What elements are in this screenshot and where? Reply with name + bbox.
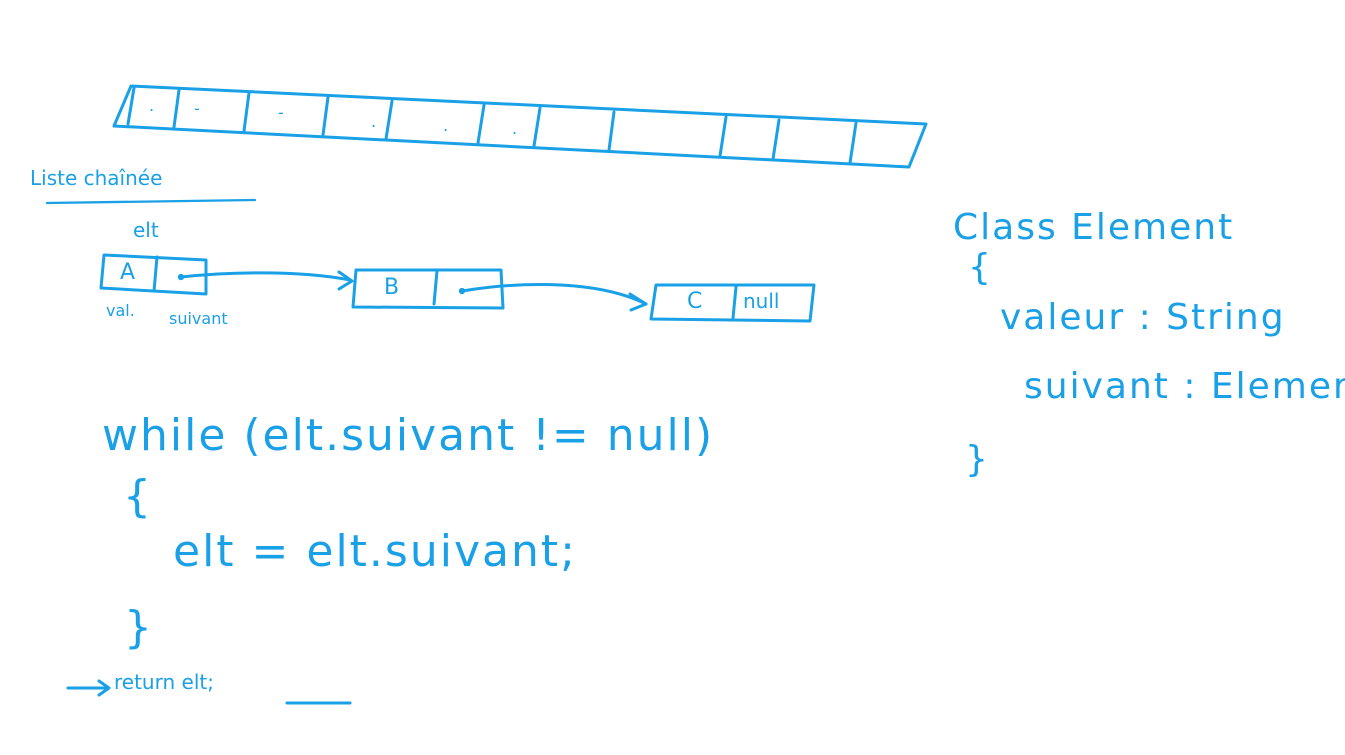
array-divider-3 <box>242 91 251 133</box>
class-open-brace: { <box>968 247 993 288</box>
array-divider-7 <box>532 106 542 148</box>
class-header: Class Element <box>953 207 1235 248</box>
node-b-value: B <box>384 275 400 300</box>
array-divider-8 <box>607 110 616 152</box>
array-divider-2 <box>172 88 181 129</box>
node-b-outline <box>351 268 505 310</box>
array-divider-10 <box>771 118 781 161</box>
arrow-a-to-b <box>179 271 352 282</box>
node-a-divider <box>152 255 159 293</box>
arrow-b-to-c-head <box>628 292 648 312</box>
node-c-value: C <box>687 289 703 314</box>
node-a-value: A <box>120 260 136 285</box>
class-close-brace: } <box>965 439 990 480</box>
array-cell-mark-2: - <box>194 99 200 118</box>
node-a-value-label: val. <box>106 301 135 320</box>
array-divider-1 <box>126 86 136 126</box>
linked-list-title: Liste chaînée <box>30 166 163 190</box>
array-cell-mark-6: . <box>512 119 518 138</box>
array-outline <box>112 84 928 169</box>
array-divider-6 <box>476 103 486 145</box>
node-c-next-null: null <box>743 289 780 313</box>
elt-pointer-label: elt <box>133 218 159 242</box>
arrow-b-to-c <box>460 283 648 306</box>
while-assignment-line: elt = elt.suivant; <box>173 526 577 577</box>
while-loop-line: while (elt.suivant != null) <box>102 410 715 461</box>
node-a-next-label: suivant <box>169 309 228 328</box>
node-c-divider <box>731 285 738 320</box>
node-b-divider <box>432 269 439 306</box>
array-divider-11 <box>848 121 858 165</box>
class-field-valeur: valeur : String <box>1000 297 1286 338</box>
node-a-outline <box>99 253 208 296</box>
arrow-a-to-b-head <box>337 270 354 291</box>
while-open-brace: { <box>123 471 153 522</box>
array-cell-mark-4: . <box>371 112 377 131</box>
array-cell-mark-5: . <box>443 116 449 135</box>
array-divider-9 <box>718 115 728 158</box>
class-field-suivant: suivant : Element <box>1024 366 1345 407</box>
array-divider-4 <box>321 95 330 137</box>
array-cell-mark-1: . <box>149 96 155 115</box>
node-c-outline <box>649 283 816 323</box>
array-divider-5 <box>384 99 394 141</box>
return-line: return elt; <box>114 670 214 694</box>
while-close-brace: } <box>124 602 154 653</box>
array-cell-mark-3: - <box>278 103 284 122</box>
